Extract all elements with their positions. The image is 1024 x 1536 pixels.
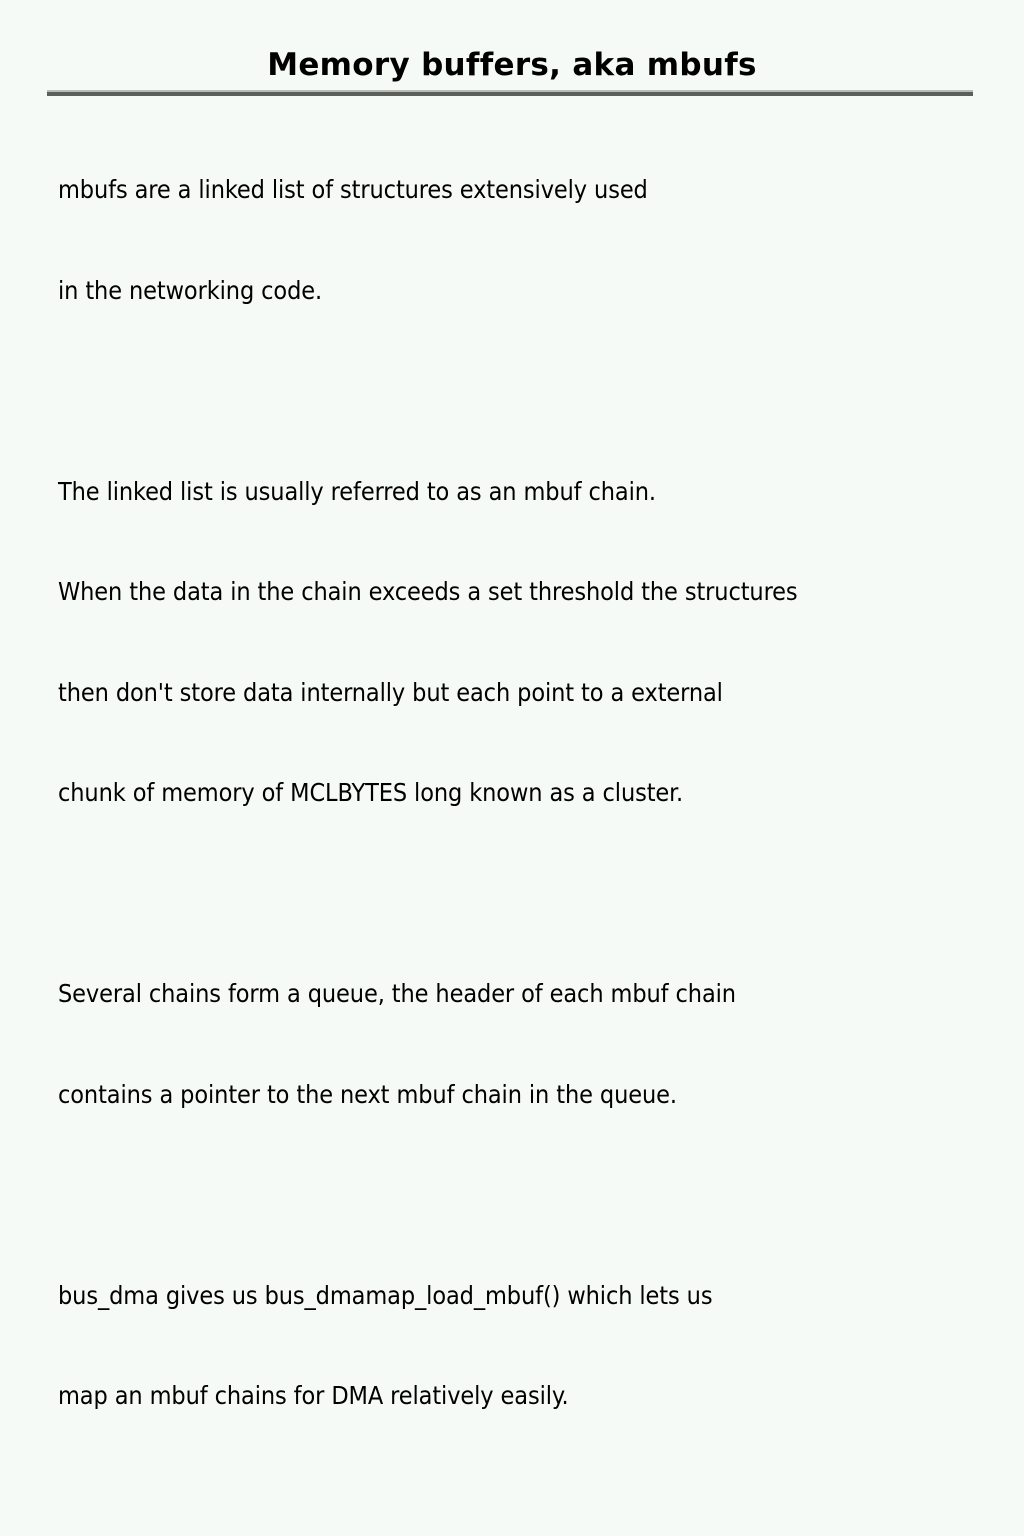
body-line: The linked list is usually referred to a… — [58, 476, 656, 506]
body-line: in the networking code. — [58, 275, 323, 305]
paragraph-bus-dma: bus_dma gives us bus_dmamap_load_mbuf() … — [58, 1212, 988, 1480]
paragraph-queue: Several chains form a queue, the header … — [58, 910, 988, 1178]
presentation-slide: Memory buffers, aka mbufs mbufs are a li… — [47, 47, 973, 1410]
body-line: chunk of memory of MCLBYTES long known a… — [58, 778, 684, 807]
divider-shadow-line — [47, 92, 973, 96]
body-line: mbufs are a linked list of structures ex… — [58, 175, 648, 204]
paragraph-see-also: See the mbuf(9) man page for more discus… — [58, 1513, 988, 1536]
body-line: map an mbuf chains for DMA relatively ea… — [58, 1381, 569, 1410]
paragraph-mbuf-chain: The linked list is usually referred to a… — [58, 408, 988, 877]
paragraph-intro: mbufs are a linked list of structures ex… — [58, 106, 988, 374]
body-line: Several chains form a queue, the header … — [58, 979, 736, 1008]
slide-body: mbufs are a linked list of structures ex… — [58, 106, 988, 1536]
body-line: bus_dma gives us bus_dmamap_load_mbuf() … — [58, 1280, 713, 1310]
body-line: then don't store data internally but eac… — [58, 677, 723, 707]
body-line: contains a pointer to the next mbuf chai… — [58, 1079, 677, 1109]
divider-highlight-line — [47, 90, 973, 92]
page-title: Memory buffers, aka mbufs — [267, 47, 757, 83]
title-divider-rule — [47, 90, 973, 97]
body-line: When the data in the chain exceeds a set… — [58, 577, 798, 606]
